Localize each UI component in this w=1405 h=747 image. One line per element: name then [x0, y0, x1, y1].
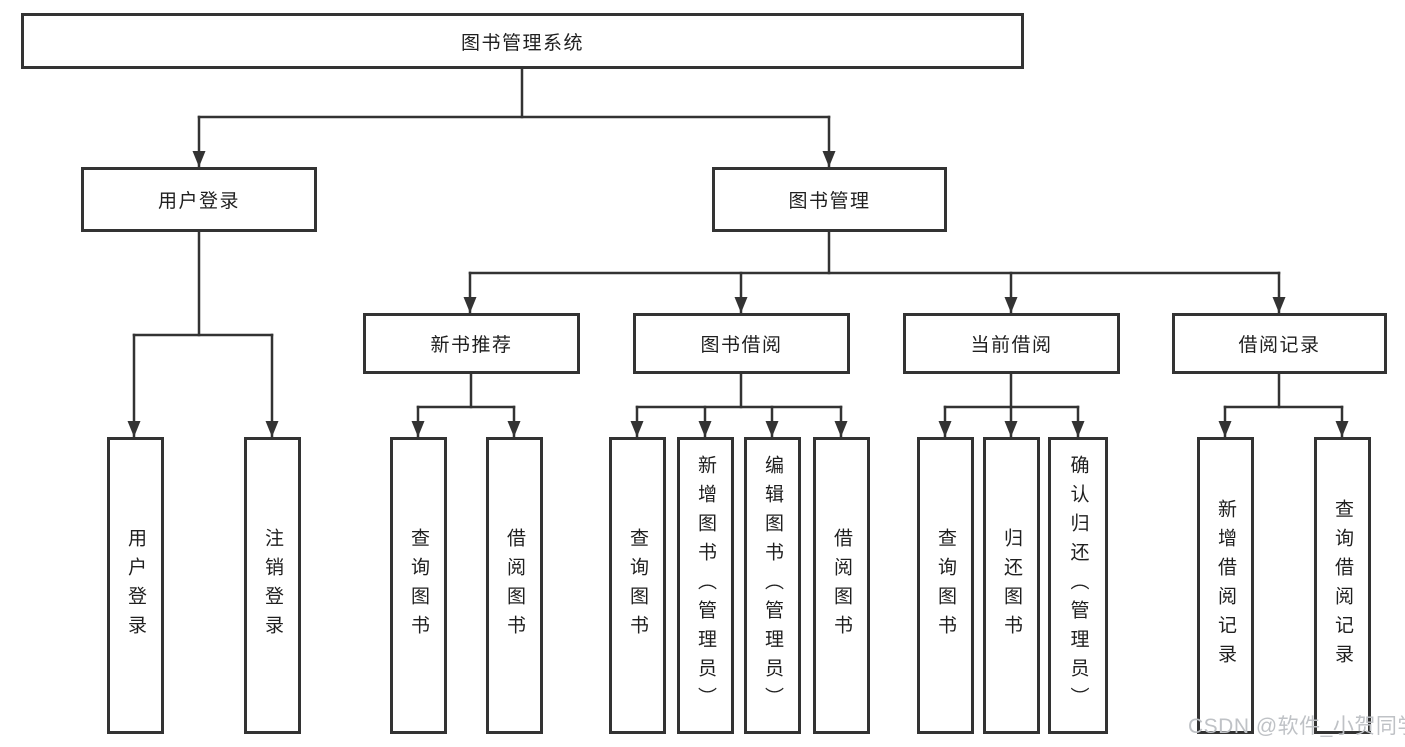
node-user-login-branch: 用户登录 [81, 167, 317, 232]
node-leaf-query-books-recommend: 查询图书 [390, 437, 447, 734]
node-label: 图书借阅 [700, 335, 783, 356]
node-leaf-query-borrow-record: 查询借阅记录 [1314, 437, 1371, 734]
node-label: 查询图书 [408, 527, 429, 644]
node-label: 新增借阅记录 [1215, 498, 1236, 673]
node-leaf-add-borrow-record: 新增借阅记录 [1197, 437, 1254, 734]
node-label: 查询借阅记录 [1332, 498, 1353, 673]
node-label: 编辑图书（管理员） [762, 455, 783, 716]
node-leaf-logout: 注销登录 [244, 437, 301, 734]
node-leaf-edit-books-admin: 编辑图书（管理员） [744, 437, 801, 734]
node-leaf-return-books: 归还图书 [983, 437, 1040, 734]
node-label: 借阅图书 [831, 527, 852, 644]
node-label: 用户登录 [125, 527, 146, 644]
node-label: 当前借阅 [970, 335, 1053, 356]
node-label: 图书管理系统 [460, 32, 584, 54]
node-leaf-confirm-return-admin: 确认归还（管理员） [1048, 437, 1108, 734]
node-leaf-borrow-books-recommend: 借阅图书 [486, 437, 543, 734]
node-leaf-user-login: 用户登录 [107, 437, 164, 734]
node-label: 新增图书（管理员） [695, 455, 716, 716]
node-leaf-borrow-books: 借阅图书 [813, 437, 870, 734]
watermark: CSDN @软件_小贺同学 [1188, 715, 1405, 738]
node-label: 查询图书 [935, 527, 956, 644]
node-label: 借阅图书 [504, 527, 525, 644]
node-label: 归还图书 [1001, 527, 1022, 644]
node-leaf-query-books-current: 查询图书 [917, 437, 974, 734]
node-label: 注销登录 [262, 527, 283, 644]
node-leaf-query-books-borrowing: 查询图书 [609, 437, 666, 734]
node-label: 确认归还（管理员） [1067, 455, 1089, 716]
node-book-borrowing: 图书借阅 [633, 313, 850, 374]
node-label: 查询图书 [627, 527, 648, 644]
node-label: 新书推荐 [430, 335, 513, 356]
node-borrowing-records: 借阅记录 [1172, 313, 1387, 374]
node-library-management-system: 图书管理系统 [21, 13, 1024, 69]
node-leaf-add-books-admin: 新增图书（管理员） [677, 437, 734, 734]
node-label: 借阅记录 [1238, 335, 1321, 356]
node-current-borrowing: 当前借阅 [903, 313, 1120, 374]
node-label: 图书管理 [788, 191, 871, 212]
node-book-management-branch: 图书管理 [712, 167, 947, 232]
node-new-book-recommendation: 新书推荐 [363, 313, 580, 374]
node-label: 用户登录 [157, 191, 240, 212]
